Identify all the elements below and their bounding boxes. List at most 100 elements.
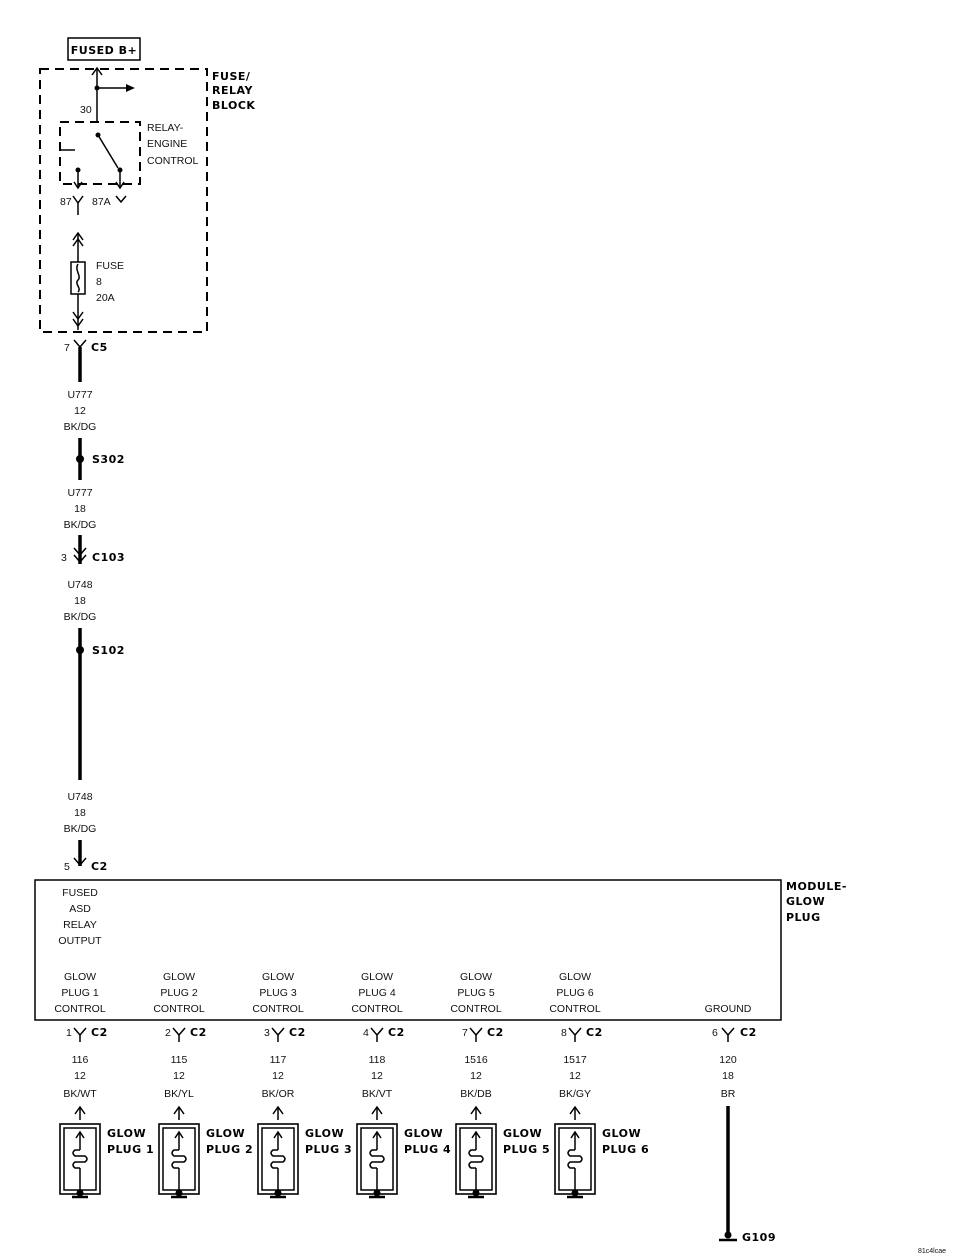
output-5-wire-color: BK/DB	[460, 1088, 492, 1100]
output-4-wire-gauge: 12	[371, 1070, 383, 1082]
relay-label-2: ENGINE	[147, 138, 187, 150]
output-2-c2-connector-icon	[172, 1027, 186, 1037]
output-2-label-3: CONTROL	[153, 1003, 204, 1015]
c103-pin: 3	[61, 552, 67, 564]
s102-splice-icon	[76, 646, 84, 654]
fuse-output-connector-icon	[72, 294, 84, 330]
glow-plug-6-name-1: GLOW	[602, 1127, 641, 1140]
output-3-c2-connector-icon	[271, 1027, 285, 1037]
c2-input-name: C2	[91, 860, 108, 873]
s302-splice-icon	[76, 455, 84, 463]
output-6-label-3: CONTROL	[549, 1003, 600, 1015]
output-6-wire-color: BK/GY	[559, 1088, 591, 1100]
wire4-color: BK/DG	[64, 823, 97, 835]
relay-label-3: CONTROL	[147, 155, 198, 167]
wire4-gauge: 18	[74, 807, 86, 819]
ground-label: GROUND	[705, 1003, 752, 1015]
output-2-c2-pin: 2	[165, 1027, 171, 1039]
s102-label: S102	[92, 644, 125, 657]
output-5-c2-name: C2	[487, 1026, 504, 1039]
output-2-wire-circuit: 115	[171, 1054, 188, 1066]
glow-plug-5-icon	[455, 1123, 497, 1199]
module-title-3: PLUG	[786, 911, 821, 924]
output-6-c2-name: C2	[586, 1026, 603, 1039]
output-5-label-2: PLUG 5	[457, 987, 495, 999]
output-1-label-3: CONTROL	[54, 1003, 105, 1015]
output-5-wire-circuit: 1516	[464, 1054, 488, 1066]
output-6-label-2: PLUG 6	[556, 987, 594, 999]
output-1-wire-gauge: 12	[74, 1070, 86, 1082]
output-5-wire-gauge: 12	[470, 1070, 482, 1082]
ground-c2-connector-icon	[721, 1027, 735, 1037]
output-4-label-1: GLOW	[361, 971, 393, 983]
glow-plug-6-name-2: PLUG 6	[602, 1143, 649, 1156]
c5-pin: 7	[64, 342, 70, 354]
wire1-color: BK/DG	[64, 421, 97, 433]
glow-plug-1-name-2: PLUG 1	[107, 1143, 154, 1156]
output-5-c2-connector-icon	[469, 1027, 483, 1037]
output-6-c2-pin: 8	[561, 1027, 567, 1039]
wire1-circuit: U777	[67, 389, 92, 401]
output-4-wire-color: BK/VT	[362, 1088, 393, 1100]
glow-plug-2-icon	[158, 1123, 200, 1199]
output-2-c2-name: C2	[190, 1026, 207, 1039]
fuse-rating: 20A	[96, 292, 115, 304]
glow-plug-2-name-2: PLUG 2	[206, 1143, 253, 1156]
output-4-c2-connector-icon	[370, 1027, 384, 1037]
output-3-label-2: PLUG 3	[259, 987, 297, 999]
fused-b-plus-label: FUSED B+	[71, 44, 137, 57]
output-4-c2-pin: 4	[363, 1027, 369, 1039]
glow-plug-4-name-2: PLUG 4	[404, 1143, 451, 1156]
glow-plug-2-name-1: GLOW	[206, 1127, 245, 1140]
output-3-label-1: GLOW	[262, 971, 294, 983]
fuse-input-connector-icon	[72, 231, 84, 262]
fuse-8-icon	[70, 261, 86, 295]
output-3-label-3: CONTROL	[252, 1003, 303, 1015]
wire1-gauge: 12	[74, 405, 86, 417]
figure-id: 81c4lcae	[918, 1248, 946, 1255]
ground-c2-pin: 6	[712, 1027, 718, 1039]
output-3-wire-circuit: 117	[270, 1054, 287, 1066]
output-1-c2-connector-icon	[73, 1027, 87, 1037]
relay-outline	[59, 121, 141, 185]
glow-plug-module-box	[34, 879, 782, 1021]
wire3-circuit: U748	[67, 579, 92, 591]
output-1-c2-name: C2	[91, 1026, 108, 1039]
output-1-label-1: GLOW	[64, 971, 96, 983]
pin-30-connector-icon	[91, 66, 135, 122]
output-3-wire-color: BK/OR	[262, 1088, 295, 1100]
glow-plug-1-name-1: GLOW	[107, 1127, 146, 1140]
output-2-wire-gauge: 12	[173, 1070, 185, 1082]
c103-name: C103	[92, 551, 125, 564]
output-6-wire-gauge: 12	[569, 1070, 581, 1082]
c103-connector-icon	[73, 547, 87, 564]
output-2-wire-color: BK/YL	[164, 1088, 194, 1100]
wire3-gauge: 18	[74, 595, 86, 607]
output-6-c2-connector-icon	[568, 1027, 582, 1037]
fuse-relay-block-title-1: FUSE/	[212, 70, 251, 83]
output-5-label-1: GLOW	[460, 971, 492, 983]
wire2-gauge: 18	[74, 503, 86, 515]
wire2-circuit: U777	[67, 487, 92, 499]
c5-connector-icon	[73, 339, 87, 349]
output-4-label-2: PLUG 4	[358, 987, 396, 999]
output-2-label-1: GLOW	[163, 971, 195, 983]
g109-label: G109	[742, 1231, 776, 1244]
relay-label-1: RELAY-	[147, 122, 184, 134]
output-6-label-1: GLOW	[559, 971, 591, 983]
fuse-relay-block-title-3: BLOCK	[212, 99, 255, 112]
fuse-number: 8	[96, 276, 102, 288]
output-6-wire-circuit: 1517	[563, 1054, 587, 1066]
ground-wire-circuit: 120	[719, 1054, 737, 1066]
fuse-relay-block-outline	[39, 68, 208, 333]
module-input-label-3: RELAY	[63, 919, 97, 931]
wire2-color: BK/DG	[64, 519, 97, 531]
relay-switch-icon	[60, 132, 125, 190]
fuse-label: FUSE	[96, 260, 124, 272]
